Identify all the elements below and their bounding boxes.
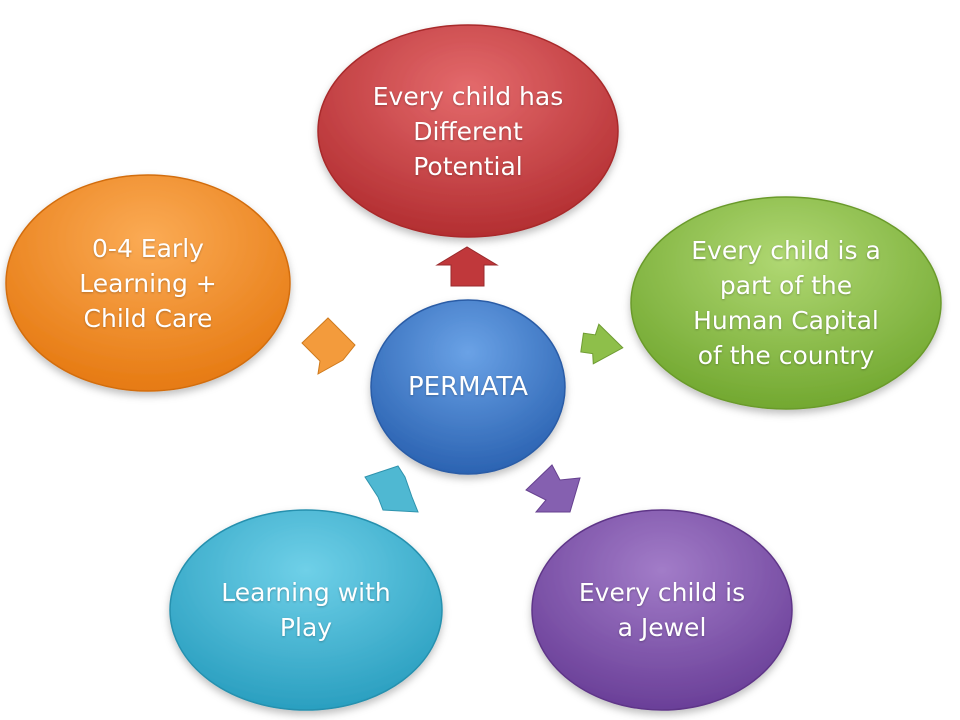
node-top-label: Every child has Different Potential [372,81,564,181]
node-left-shape [5,174,291,392]
arrow-up-icon [435,246,499,287]
arrow-left-icon [301,317,356,375]
arrow-right-icon [580,323,624,365]
node-right-shape [630,196,942,410]
node-right-label: Every child is a part of the Human Capit… [691,236,881,370]
center-node-label: PERMATA [407,371,529,402]
node-top-shape [317,24,619,238]
arrow-down-left-icon [364,465,419,513]
node-bottom-left-label: Learning with Play [221,578,391,642]
node-left-label: 0-4 Early Learning + Child Care [79,233,217,333]
center-node-shape [370,299,566,475]
node-bottom-right-shape [531,509,793,711]
node-bottom-right-label: Every child is a Jewel [578,578,746,642]
arrow-down-right-icon [525,464,581,513]
node-bottom-left-shape [169,509,443,711]
